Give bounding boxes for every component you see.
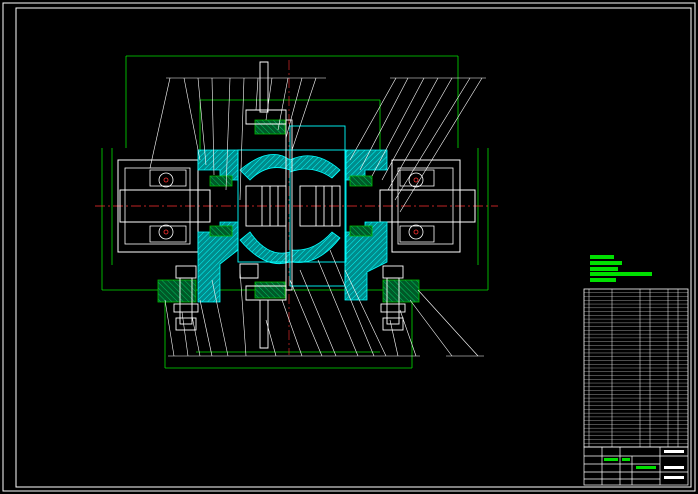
right-bearing-housing: [379, 159, 476, 253]
leader-lines: [149, 77, 486, 357]
dimension-lines: [101, 55, 489, 369]
central-gear-assembly: [237, 61, 347, 349]
inner-frame: [15, 7, 692, 488]
main-housing-section: [157, 119, 420, 303]
title-block: [583, 446, 689, 486]
hold-down-bolts: [173, 265, 406, 331]
parts-list-table: [583, 288, 689, 448]
left-bearing-housing: [117, 159, 211, 253]
technical-notes: [590, 255, 652, 282]
